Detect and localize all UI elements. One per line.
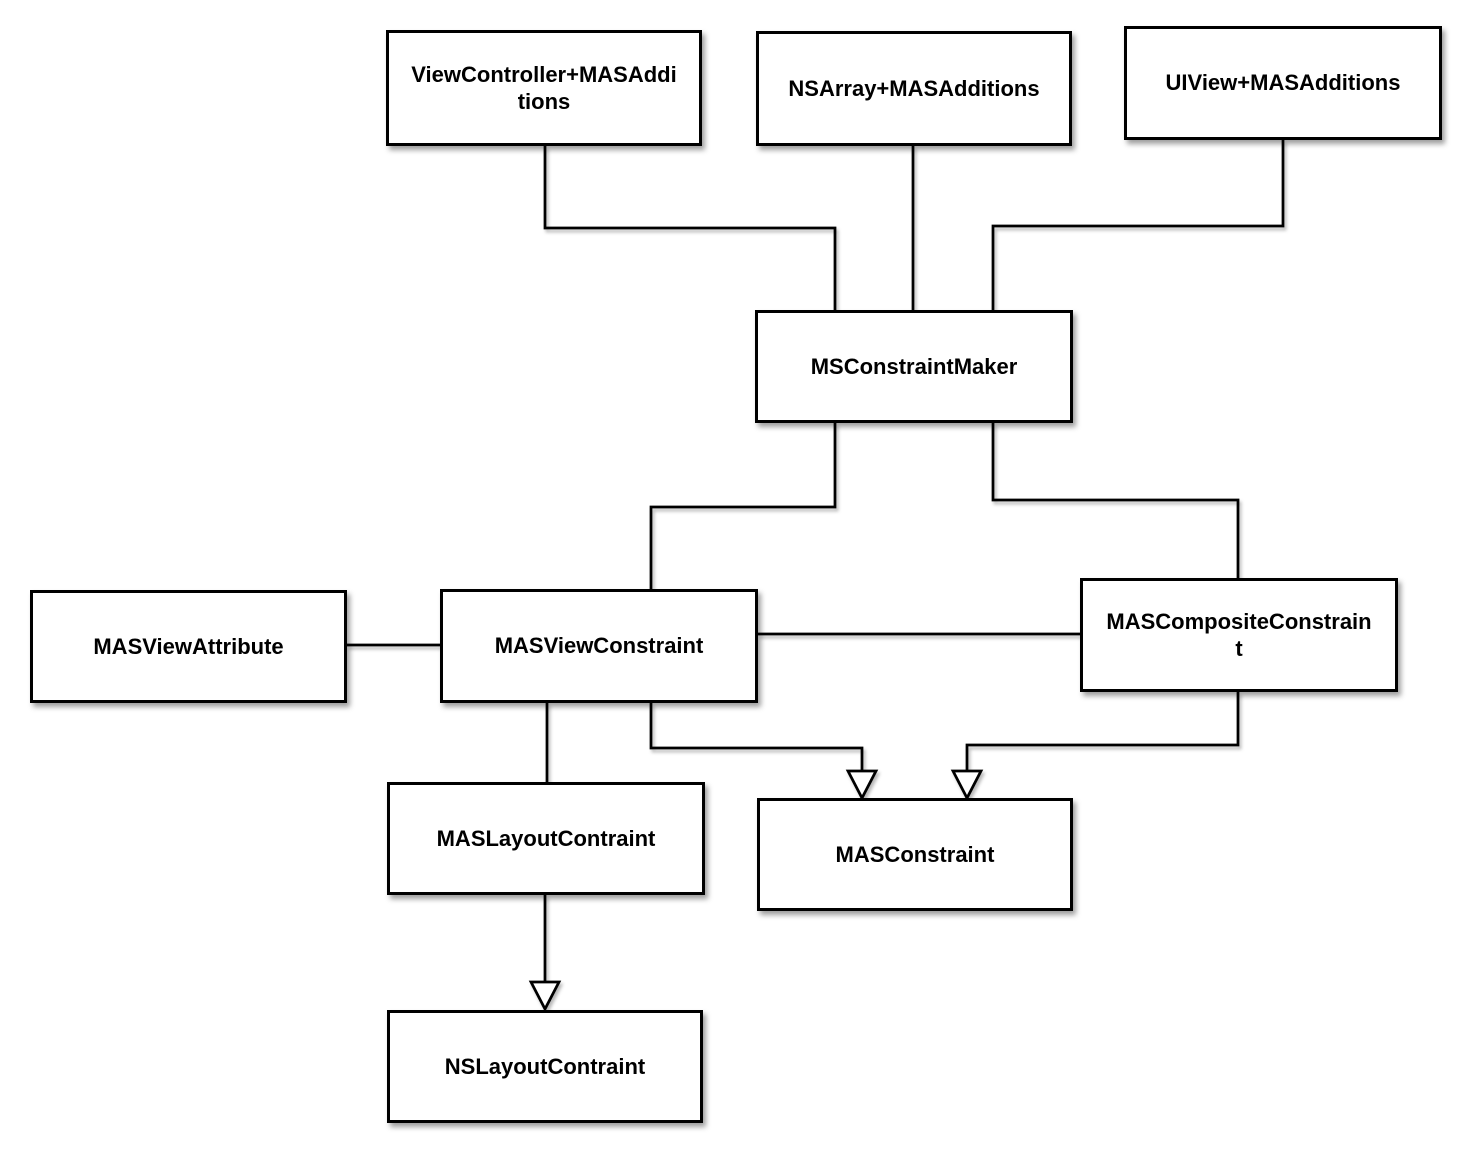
inheritance-arrowhead-icon [950, 769, 984, 801]
edge-viewconstraint-to-masconstraint [649, 703, 864, 771]
class-box-msconstraintmaker: MSConstraintMaker [755, 310, 1073, 423]
class-box-nslayoutcontraint: NSLayoutContraint [387, 1010, 703, 1123]
edge-maker-to-masviewconstraint [649, 423, 837, 589]
inheritance-arrowhead-icon [845, 769, 879, 801]
edge-composite-to-masconstraint [965, 692, 1240, 771]
edge-maker-to-mascomposite [991, 423, 1240, 578]
class-box-masviewattribute: MASViewAttribute [30, 590, 347, 703]
edge-viewcontroller-to-maker [543, 146, 837, 310]
class-name-label: ViewController+MASAddi tions [411, 61, 677, 115]
class-box-nsarray-masadditions: NSArray+MASAdditions [756, 31, 1072, 146]
class-box-maslayoutcontraint: MASLayoutContraint [387, 782, 705, 895]
class-box-mascompositeconstraint: MASCompositeConstrain t [1080, 578, 1398, 692]
edge-uiview-to-maker [991, 140, 1285, 310]
class-name-label: UIView+MASAdditions [1165, 70, 1401, 96]
class-name-label: MASViewAttribute [93, 633, 284, 659]
class-name-label: MASLayoutContraint [436, 825, 656, 851]
inheritance-arrowhead-icon [528, 980, 562, 1012]
class-box-uiview-masadditions: UIView+MASAdditions [1124, 26, 1442, 140]
class-box-viewcontroller-masadditions: ViewController+MASAddi tions [386, 30, 702, 146]
class-name-label: MASViewConstraint [494, 633, 704, 659]
class-name-label: MSConstraintMaker [810, 353, 1018, 379]
class-name-label: MASCompositeConstrain t [1106, 608, 1372, 662]
class-name-label: MASConstraint [835, 841, 995, 867]
class-name-label: NSArray+MASAdditions [788, 75, 1040, 101]
class-box-masconstraint: MASConstraint [757, 798, 1073, 911]
class-name-label: NSLayoutContraint [444, 1053, 646, 1079]
class-box-masviewconstraint: MASViewConstraint [440, 589, 758, 703]
